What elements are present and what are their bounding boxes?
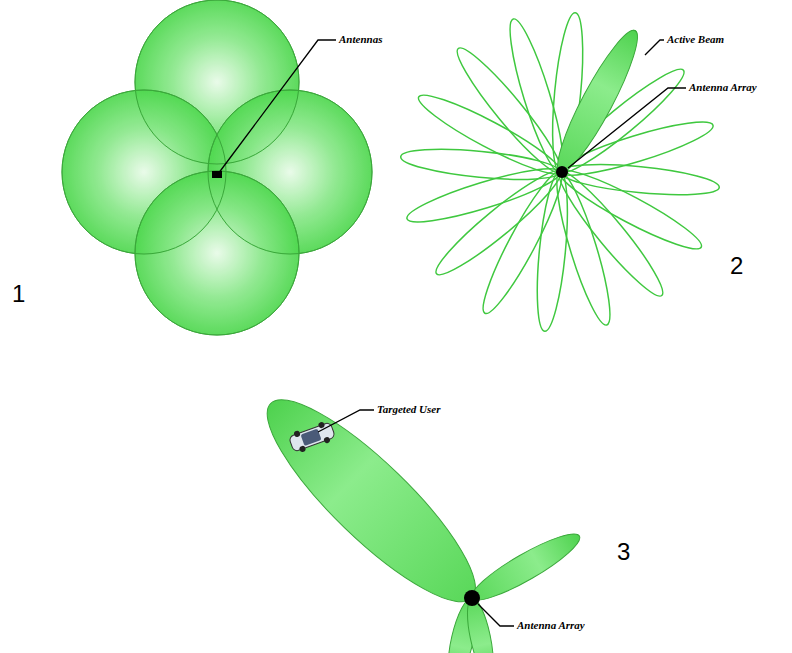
- panel-number: 1: [12, 280, 25, 308]
- adaptive-pattern: [244, 376, 586, 653]
- panel-number: 2: [730, 252, 743, 280]
- sector-pattern: [62, 0, 372, 335]
- active-beam: [547, 24, 649, 179]
- antenna-dot: [212, 171, 222, 178]
- car-icon: [288, 419, 337, 455]
- leader-line: [218, 40, 336, 174]
- switched-beams: [399, 11, 720, 332]
- beam-petal: [399, 144, 561, 185]
- beam-petal: [550, 164, 672, 304]
- antenna-array-dot: [464, 590, 480, 606]
- callout-label: Antenna Array: [689, 81, 757, 93]
- panel-number: 3: [617, 538, 630, 566]
- callout-label: Antennas: [339, 33, 382, 45]
- callout-label: Active Beam: [667, 33, 724, 45]
- callout-label: Antenna Array: [517, 619, 585, 631]
- leader-line: [318, 410, 514, 626]
- beam-petal: [448, 40, 570, 180]
- antenna-array-dot: [556, 166, 568, 178]
- beam-petal: [532, 171, 573, 333]
- callout-label: Targeted User: [377, 403, 440, 415]
- beam-petal: [428, 162, 568, 284]
- beam-petal: [559, 159, 721, 200]
- leader-line: [568, 40, 686, 168]
